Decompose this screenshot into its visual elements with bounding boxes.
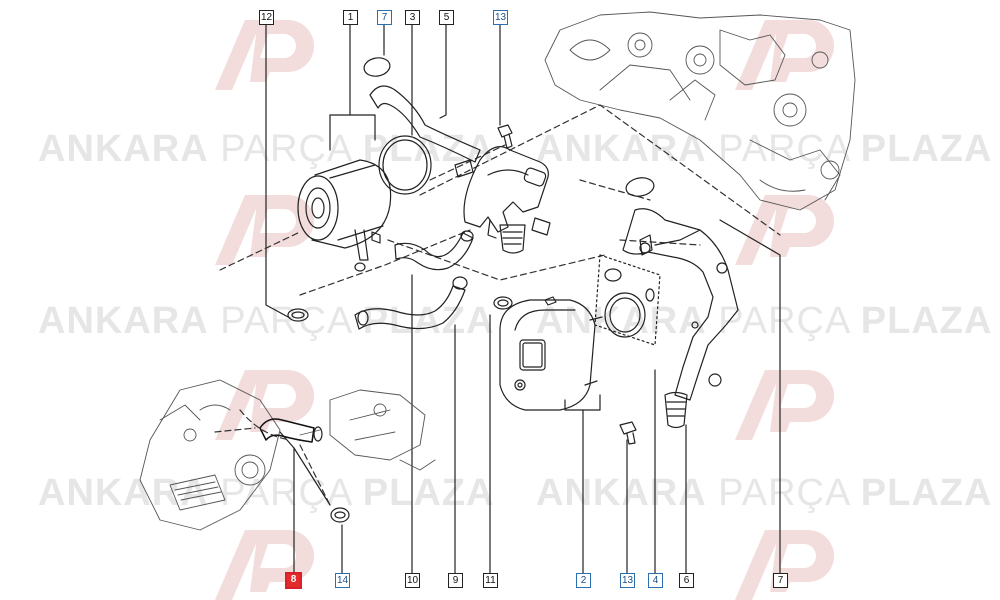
ap-logo-icon <box>735 20 834 90</box>
hose-upper <box>369 85 481 163</box>
clamp-14 <box>330 507 350 523</box>
engine-detail-lower-left <box>139 379 436 531</box>
coolant-pipe-assembly <box>622 208 739 429</box>
clamp-12 <box>287 308 309 322</box>
o-ring-right <box>625 177 655 197</box>
callout-8-selected[interactable]: 8 <box>285 572 302 589</box>
water-outlet-housing <box>454 146 551 254</box>
oil-cooler-plate <box>499 296 603 411</box>
callout-1[interactable]: 1 <box>343 10 358 25</box>
leader-lines <box>265 23 781 576</box>
callout-13-bottom[interactable]: 13 <box>620 573 635 588</box>
callout-14[interactable]: 14 <box>335 573 350 588</box>
oil-cooler-round <box>297 159 392 272</box>
callout-6[interactable]: 6 <box>679 573 694 588</box>
clamp-11 <box>493 296 513 310</box>
callout-13-top[interactable]: 13 <box>493 10 508 25</box>
callout-7-top[interactable]: 7 <box>377 10 392 25</box>
gasket-plate <box>594 254 661 346</box>
ap-logo-icon <box>735 195 834 265</box>
callout-5[interactable]: 5 <box>439 10 454 25</box>
callout-11[interactable]: 11 <box>483 573 498 588</box>
callout-2[interactable]: 2 <box>576 573 591 588</box>
engine-block <box>544 11 856 211</box>
ap-logo-icon <box>735 370 834 440</box>
hose-8 <box>259 418 315 443</box>
callout-10[interactable]: 10 <box>405 573 420 588</box>
callout-12[interactable]: 12 <box>259 10 274 25</box>
callout-9[interactable]: 9 <box>448 573 463 588</box>
callout-7-bottom[interactable]: 7 <box>773 573 788 588</box>
callout-4[interactable]: 4 <box>648 573 663 588</box>
hose-9 <box>354 285 466 330</box>
gasket-ring <box>378 135 432 195</box>
bolt-bottom <box>619 421 637 445</box>
ap-logo-icon <box>215 370 314 440</box>
assembly-lines <box>214 104 781 506</box>
o-ring-top <box>363 57 391 77</box>
callout-3[interactable]: 3 <box>405 10 420 25</box>
bolt-top <box>497 124 513 149</box>
